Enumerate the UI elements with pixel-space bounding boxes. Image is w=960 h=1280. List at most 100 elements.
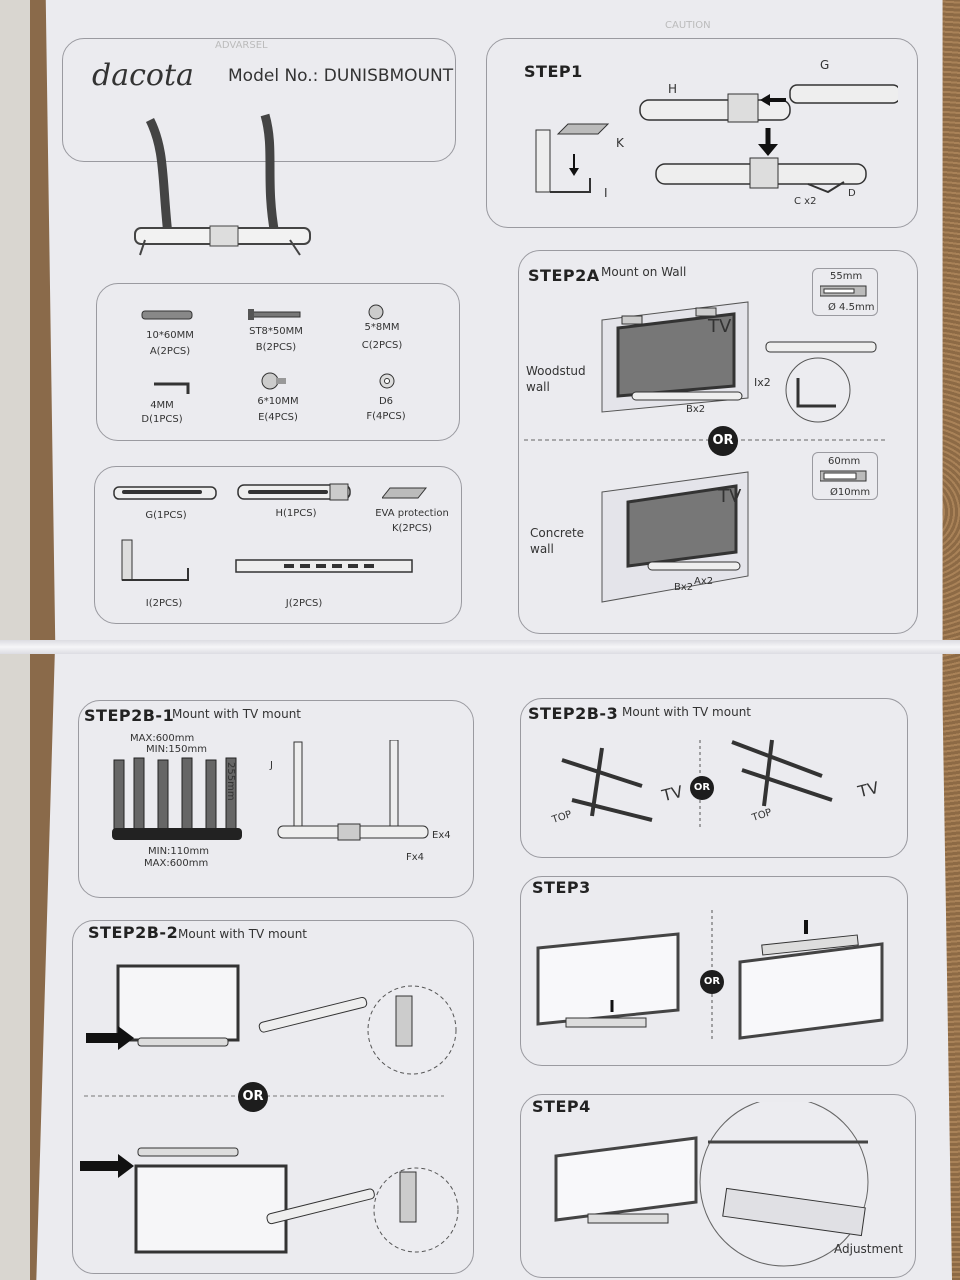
step4-title: STEP4 (532, 1097, 591, 1116)
hardware-b-size: ST8*50MM (249, 326, 303, 337)
step1-label-c: C x2 (794, 196, 817, 207)
anchor-icon (141, 310, 193, 320)
screw-icon (248, 309, 301, 320)
step2a-box (518, 250, 918, 634)
part-j-label: J(2PCS) (285, 598, 323, 609)
step2b2-title: STEP2B-2 (88, 923, 179, 942)
washer-icon (379, 373, 395, 389)
step2b1-box (78, 700, 474, 898)
max-width-bottom: MAX:600mm (144, 858, 209, 869)
adjustment-label: Adjustment (834, 1242, 903, 1256)
hardware-box (96, 283, 460, 441)
ghost-warning-text: ADVARSEL (215, 40, 268, 51)
model-number: Model No.: DUNISBMOUNT (228, 66, 454, 86)
part-j-illustration (235, 559, 413, 573)
step3-title: STEP3 (532, 878, 591, 897)
step2a-ix2-label: Ix2 (754, 376, 771, 389)
step2b3-illustration (561, 739, 833, 830)
part-g-illustration (113, 486, 217, 500)
step1-label-i: I (604, 186, 608, 200)
step1-illustration (535, 84, 898, 194)
brand-logo: dacota (92, 58, 194, 93)
or-badge-step2b3: OR (690, 776, 714, 800)
vesa-height: 255mm (225, 762, 236, 801)
min-width-bottom: MIN:110mm (148, 846, 209, 857)
step3-box (520, 876, 908, 1066)
part-k-qty: K(2PCS) (391, 523, 433, 534)
hardware-f-qty: F(4PCS) (366, 411, 406, 422)
part-h-label: H(1PCS) (275, 508, 317, 519)
or-badge-step2b2: OR (238, 1082, 268, 1112)
drill-diameter-1: Ø 4.5mm (828, 302, 875, 313)
header-box (62, 38, 456, 162)
part-i-label: I(2PCS) (145, 598, 183, 609)
step2a-divider (524, 439, 886, 441)
tv-label-concrete: TV (718, 486, 742, 507)
step2a-bx2-concrete: Bx2 (674, 582, 694, 593)
step2b1-ex4: Ex4 (432, 830, 451, 841)
step2a-bx2-label: Bx2 (686, 404, 706, 415)
hardware-b-qty: B(2PCS) (255, 342, 297, 353)
ghost-caution-text: CAUTION (665, 20, 711, 31)
hardware-a-size: 10*60MM (146, 330, 194, 341)
step2b2-box (72, 920, 474, 1274)
drill-depth-box-2 (812, 452, 878, 500)
hardware-f-size: D6 (378, 396, 394, 407)
tv-label-wood: TV (708, 316, 732, 337)
part-h-illustration (237, 483, 351, 501)
allen-key-icon (154, 382, 190, 394)
step1-label-d: D (848, 188, 856, 199)
concrete-label-line2: wall (530, 542, 554, 556)
small-bolt-icon (368, 304, 384, 320)
drill-depth-1: 55mm (830, 271, 863, 282)
step4-box (520, 1094, 916, 1278)
or-badge-step3: OR (700, 970, 724, 994)
min-width-top: MIN:150mm (146, 744, 207, 755)
drill-hole-icon-1 (820, 285, 867, 297)
step2b1-bracket-illustration (277, 740, 429, 841)
woodstud-label: Woodstud (526, 364, 586, 378)
step2a-subtitle: Mount on Wall (601, 265, 687, 279)
step2b1-title: STEP2B-1 (84, 706, 175, 725)
step1-title: STEP1 (524, 62, 583, 81)
step2a-title: STEP2A (528, 266, 600, 285)
hardware-c-qty: C(2PCS) (361, 340, 403, 351)
hardware-c-size: 5*8MM (364, 322, 400, 333)
bolt-icon (261, 372, 286, 390)
step2b2-subtitle: Mount with TV mount (178, 927, 307, 941)
drill-diameter-2: Ø10mm (830, 487, 871, 498)
hardware-d-size: 4MM (150, 400, 174, 411)
step1-label-k: K (616, 136, 624, 150)
step2a-ax2-label: Ax2 (694, 576, 714, 587)
woodstud-tv-illustration (601, 301, 749, 413)
step2b3-box (520, 698, 908, 858)
step2b1-subtitle: Mount with TV mount (172, 707, 301, 721)
part-k-name: EVA protection (375, 508, 449, 519)
step2b1-fx4: Fx4 (406, 852, 425, 863)
step1-label-h: H (668, 82, 678, 96)
or-badge-step2a: OR (708, 426, 738, 456)
drill-depth-box-1 (812, 268, 878, 316)
drill-hole-icon-2 (820, 470, 867, 482)
hardware-e-size: 6*10MM (257, 396, 299, 407)
step2a-bracket-detail (765, 341, 877, 423)
vesa-spacing-illustration (112, 757, 242, 840)
woodstud-label-line2: wall (526, 380, 550, 394)
step2b2-bottom-illustration (80, 1147, 459, 1254)
hardware-a-qty: A(2PCS) (149, 346, 191, 357)
part-g-label: G(1PCS) (145, 510, 187, 521)
step3-illustration (536, 910, 884, 1040)
concrete-tv-illustration (601, 471, 749, 603)
step2b3-title: STEP2B-3 (528, 704, 619, 723)
assembled-bracket-illustration (134, 113, 311, 256)
hardware-d-qty: D(1PCS) (141, 414, 183, 425)
step1-box (486, 38, 918, 228)
step2b3-subtitle: Mount with TV mount (622, 705, 751, 719)
step2b1-label-j: J (270, 760, 273, 771)
max-width-top: MAX:600mm (130, 733, 195, 744)
part-k-illustration (382, 487, 428, 499)
hardware-e-qty: E(4PCS) (258, 412, 298, 423)
paper-fold (0, 640, 960, 654)
part-i-illustration (121, 539, 189, 581)
step1-label-g: G (820, 58, 830, 72)
